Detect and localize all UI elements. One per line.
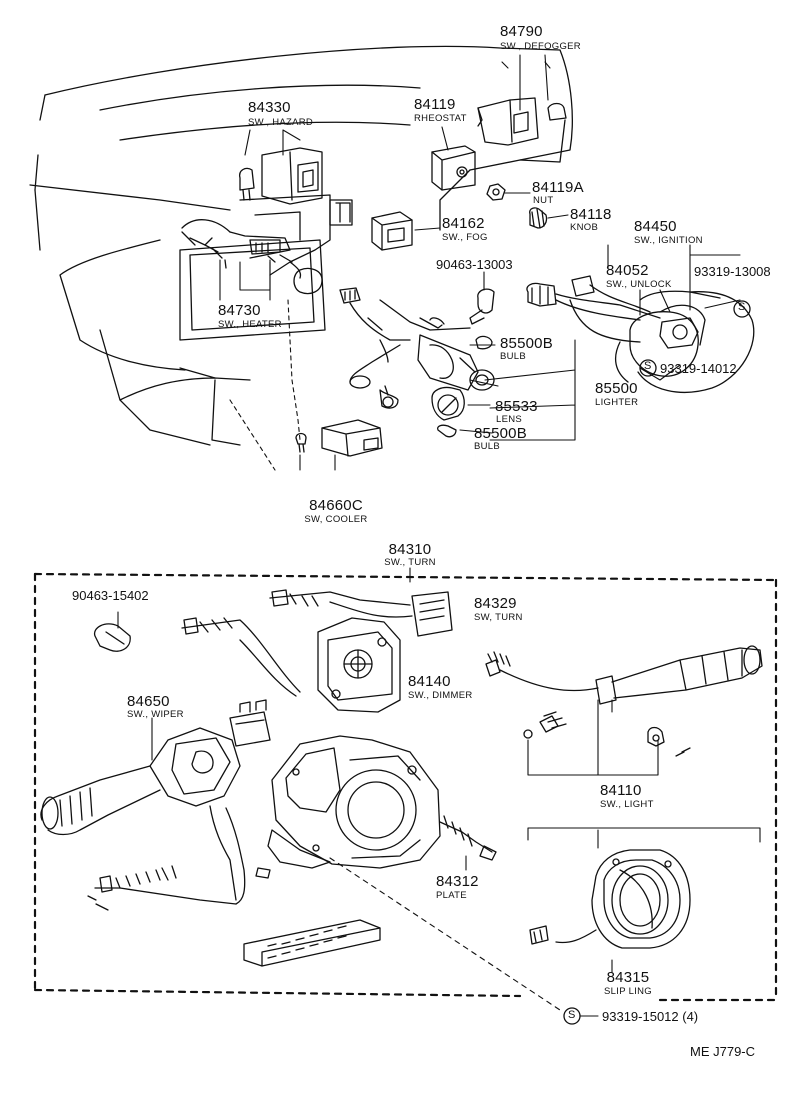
part-number-84330: 84330 bbox=[248, 99, 291, 116]
part-name-plate: PLATE bbox=[436, 890, 467, 901]
part-name-bulb-upper: BULB bbox=[500, 351, 527, 362]
part-number-85533: 85533 bbox=[495, 398, 538, 415]
rheostat bbox=[432, 146, 475, 190]
cigarette-lighter bbox=[340, 288, 494, 408]
part-number-93319-15012: 93319-15012 (4) bbox=[602, 1009, 699, 1024]
screw-symbol-3: S bbox=[568, 1009, 576, 1021]
part-name-hazard-switch: SW., HAZARD bbox=[248, 117, 314, 128]
dimmer-switch bbox=[318, 618, 400, 712]
part-name-bulb-lower: BULB bbox=[474, 441, 501, 452]
part-name-wiper-switch: SW., WIPER bbox=[127, 709, 184, 720]
screw-symbol-2: S bbox=[644, 360, 652, 372]
cooler-switch bbox=[296, 420, 382, 456]
part-number-90463-15402: 90463-15402 bbox=[72, 588, 149, 603]
part-name-nut: NUT bbox=[533, 195, 554, 206]
lighter-lens bbox=[432, 387, 464, 436]
part-number-84162: 84162 bbox=[442, 215, 485, 232]
dashboard-panel bbox=[30, 46, 572, 445]
part-name-lens: LENS bbox=[496, 414, 523, 425]
column-housing bbox=[244, 920, 380, 966]
part-name-turn-switch: SW., TURN bbox=[384, 557, 436, 568]
part-number-84118: 84118 bbox=[570, 206, 612, 223]
screw-symbol-1: S bbox=[738, 301, 746, 313]
part-name-turn-switch-sub: SW, TURN bbox=[474, 612, 523, 623]
part-number-84310: 84310 bbox=[388, 541, 432, 558]
wiper-switch bbox=[41, 700, 270, 910]
turn-switch-body bbox=[268, 736, 440, 868]
screw-symbols bbox=[564, 301, 750, 1024]
slip-ring bbox=[530, 850, 690, 948]
part-name-light-switch: SW., LIGHT bbox=[600, 799, 654, 810]
turn-switch-leader bbox=[118, 568, 760, 1016]
part-number-84140: 84140 bbox=[408, 673, 451, 690]
part-number-84119a: 84119A bbox=[532, 179, 584, 196]
part-name-heater-switch: SW., HEATER bbox=[218, 319, 282, 330]
turn-switch-group-frame bbox=[35, 574, 776, 1000]
part-name-cooler-switch: SW, COOLER bbox=[304, 514, 368, 525]
part-number-84660c: 84660C bbox=[309, 497, 363, 514]
ignition-switch bbox=[527, 276, 754, 392]
light-switch bbox=[486, 646, 762, 756]
part-name-slip-ring: SLIP LING bbox=[604, 986, 652, 997]
part-number-84329: 84329 bbox=[474, 595, 517, 612]
part-number-93319-14012: 93319-14012 bbox=[660, 361, 737, 376]
part-name-fog-switch: SW., FOG bbox=[442, 232, 488, 243]
fog-switch bbox=[372, 212, 412, 250]
hazard-switch bbox=[240, 148, 322, 204]
part-number-84312: 84312 bbox=[436, 873, 479, 890]
clip-90463-15402 bbox=[95, 624, 131, 651]
part-name-unlock-switch: SW., UNLOCK bbox=[606, 279, 672, 290]
part-number-93319-13008: 93319-13008 bbox=[694, 264, 771, 279]
part-number-84315: 84315 bbox=[606, 969, 650, 986]
part-number-84052: 84052 bbox=[606, 262, 649, 279]
plate bbox=[440, 816, 496, 860]
part-number-84450: 84450 bbox=[634, 218, 677, 235]
diagram-reference-code: ME J779-C bbox=[690, 1044, 756, 1059]
part-number-84650: 84650 bbox=[127, 693, 170, 710]
heater-switch bbox=[182, 220, 301, 278]
part-name-dimmer-switch: SW., DIMMER bbox=[408, 690, 473, 701]
part-number-85500b-upper: 85500B bbox=[500, 335, 553, 352]
part-name-lighter: LIGHTER bbox=[595, 397, 639, 408]
turn-switch-wiring bbox=[182, 590, 452, 696]
part-number-84730: 84730 bbox=[218, 302, 261, 319]
part-number-84119: 84119 bbox=[414, 96, 456, 113]
clip-90463-13003 bbox=[470, 289, 494, 324]
part-number-84790: 84790 bbox=[500, 23, 543, 40]
part-name-knob: KNOB bbox=[570, 222, 599, 233]
nut-and-knob bbox=[487, 184, 547, 228]
defogger-switch bbox=[478, 98, 566, 145]
part-number-84110: 84110 bbox=[600, 782, 642, 799]
part-number-90463-13003: 90463-13003 bbox=[436, 257, 513, 272]
part-number-85500: 85500 bbox=[595, 380, 638, 397]
part-name-defogger-switch: SW., DEFOGGER bbox=[500, 41, 581, 52]
part-name-ignition-switch: SW., IGNITION bbox=[634, 235, 703, 246]
part-number-85500b-lower: 85500B bbox=[474, 425, 527, 442]
part-name-rheostat: RHEOSTAT bbox=[414, 113, 467, 124]
